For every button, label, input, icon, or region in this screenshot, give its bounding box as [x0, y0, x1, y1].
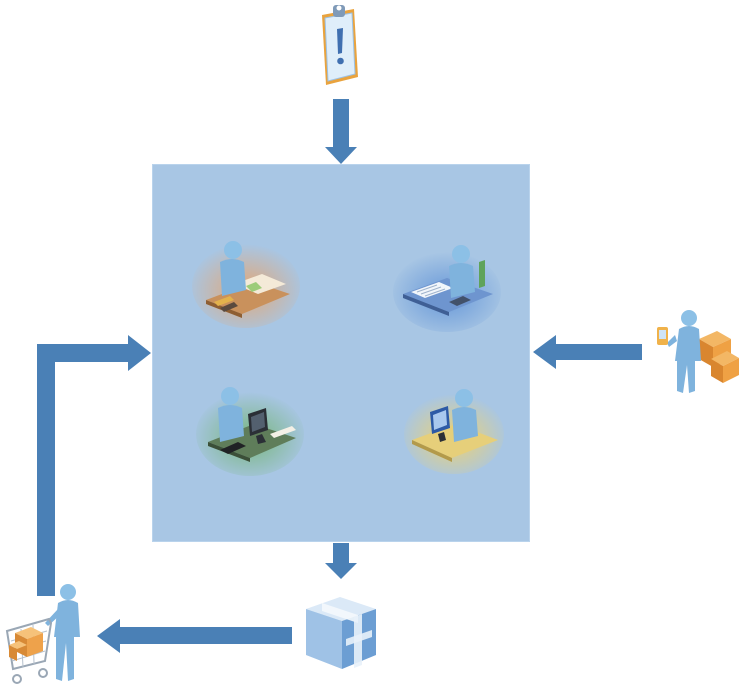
person-with-boxes-icon: [655, 309, 741, 395]
arrow-clipboard-to-box: [325, 99, 357, 164]
shipping-box-icon: [302, 593, 380, 671]
worker-desk-icon: [393, 238, 501, 332]
process-box: [152, 164, 530, 542]
arrow-box-to-warehouse: [325, 543, 357, 579]
person-with-cart-icon: [3, 583, 87, 689]
arrow-warehouse-to-customer: [97, 619, 292, 653]
worker-computer-icon: [196, 380, 304, 476]
arrow-supplier-to-box: [533, 335, 642, 369]
arrow-customer-to-box: [37, 335, 151, 596]
worker-computer-icon: [404, 382, 504, 474]
worker-desk-icon: [192, 232, 300, 328]
clipboard-alert-icon: [318, 3, 362, 89]
